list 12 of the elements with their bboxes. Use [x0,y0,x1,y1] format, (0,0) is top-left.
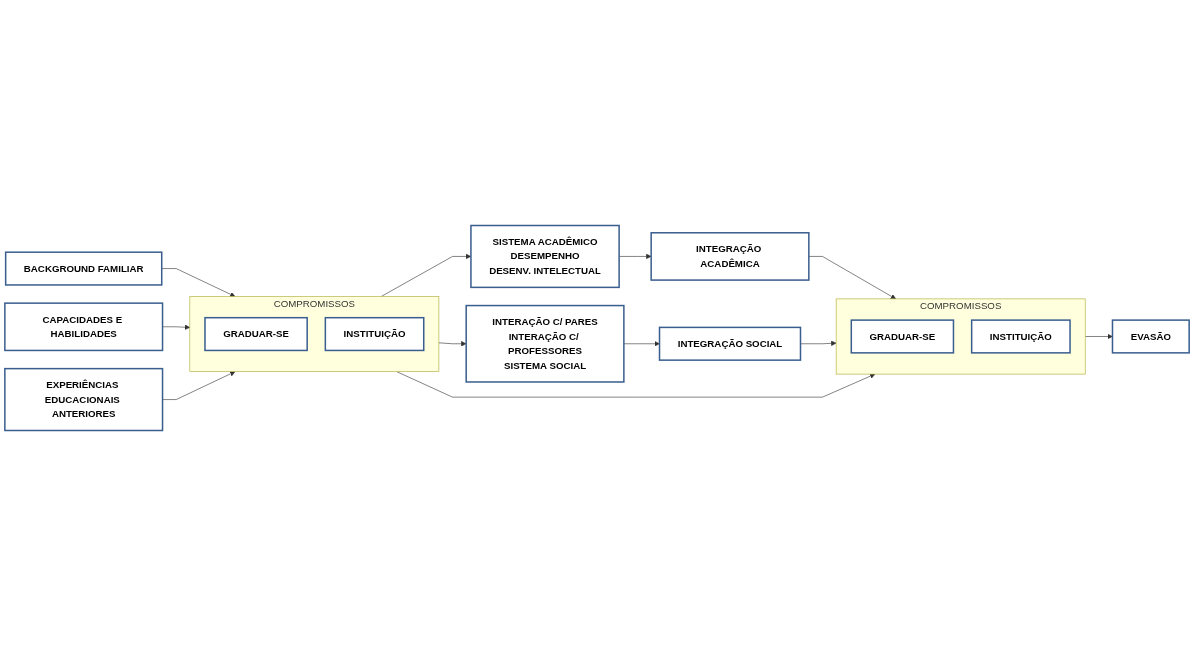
node-box: INTEGRAÇÃO ACADÊMICA [650,232,810,281]
node-box: BACKGROUND FAMILIAR [4,251,163,286]
node-box: CAPACIDADES E HABILIDADES [4,302,164,352]
node-box: GRADUAR-SE [850,319,955,354]
node-box: INTEGRAÇÃO SOCIAL [658,326,802,361]
node-box: EVASÃO [1111,319,1190,354]
node-box: INTERAÇÃO C/ PARES INTERAÇÃO C/ PROFESSORES SISTEMA SOCIAL [465,304,625,383]
node-box: INSTITUIÇÃO [324,316,425,352]
node-box: EXPERIÊNCIAS EDUCACIONAIS ANTERIORES [4,367,164,432]
node-box: INSTITUIÇÃO [970,319,1071,354]
node-box: GRADUAR-SE [204,316,308,352]
node-box: SISTEMA ACADÊMICO DESEMPENHO DESENV. INTELECTUAL [470,224,620,289]
